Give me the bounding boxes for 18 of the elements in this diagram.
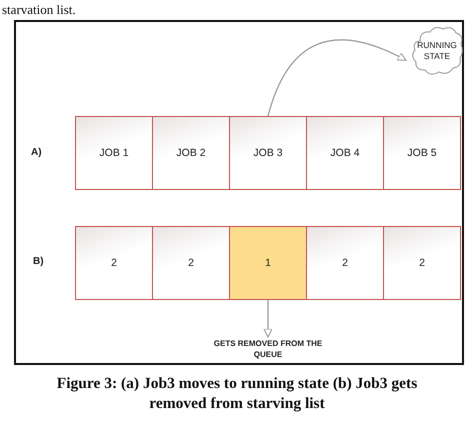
- figure-caption: Figure 3: (a) Job3 moves to running state (b) Job3 gets removed from starving list: [56, 374, 418, 414]
- arrow: [264, 300, 272, 338]
- arrow: [267, 39, 406, 116]
- row-label: B): [33, 256, 44, 267]
- queue-cell: 2: [75, 226, 153, 300]
- note-text: GETS REMOVED FROM THE QUEUE: [200, 339, 336, 365]
- row-label: A): [31, 147, 42, 158]
- queue-cell: 2: [306, 226, 384, 300]
- queue-cell: JOB 1: [75, 116, 153, 190]
- queue-cell: JOB 5: [383, 116, 461, 190]
- cloud-label: RUNNING STATE: [417, 40, 457, 62]
- queue-cell: JOB 2: [152, 116, 230, 190]
- queue-cell: 2: [152, 226, 230, 300]
- highlighted-queue-cell: 1: [229, 226, 307, 300]
- text-fragment: starvation list.: [2, 2, 76, 17]
- queue-cell: JOB 4: [306, 116, 384, 190]
- queue-cell: JOB 3: [229, 116, 307, 190]
- queue-cell: 2: [383, 226, 461, 300]
